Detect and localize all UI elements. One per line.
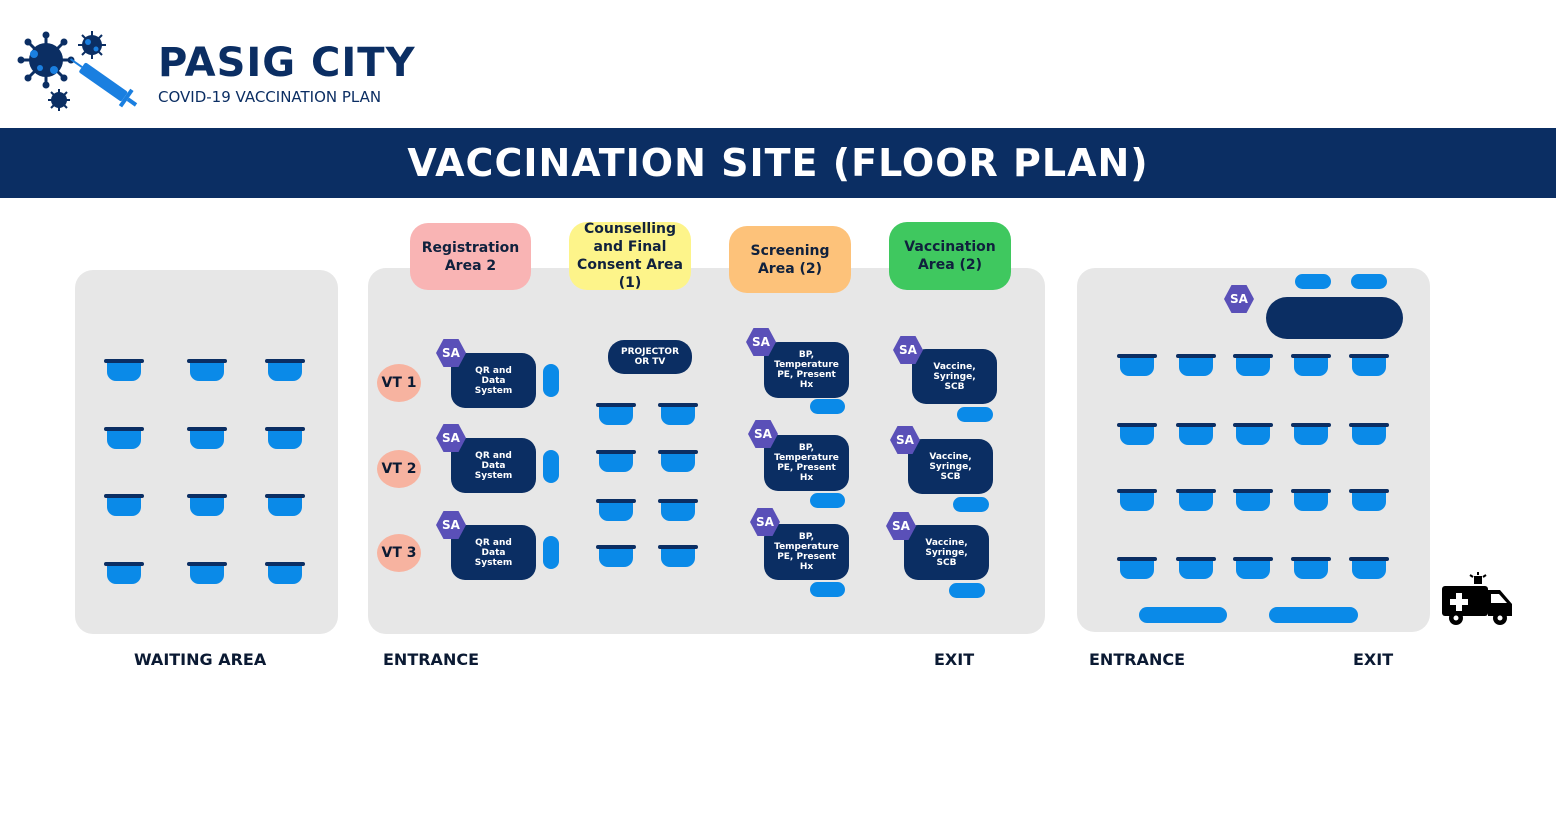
vaccination-area-label: Vaccination Area (2) [889,222,1011,290]
counselling-area-label: Counselling and Final Consent Area (1) [569,221,691,291]
qr-data-station-2: QR and Data System [451,438,536,493]
observation-chair [1291,354,1331,376]
vaccine-seat-3 [949,583,985,598]
vaccine-station-2: Vaccine, Syringe, SCB [908,439,993,494]
counselling-chair [658,499,698,521]
observation-chair [1117,557,1157,579]
counselling-chair [596,499,636,521]
screening-seat-2 [810,493,845,508]
observation-seat-top-2 [1351,274,1387,289]
vt-1-label: VT 1 [377,364,421,402]
vaccine-station-3: Vaccine, Syringe, SCB [904,525,989,580]
waiting-chair [104,427,144,449]
screening-seat-1 [810,399,845,414]
counselling-chair [596,403,636,425]
exit-footer-label-2: EXIT [1353,650,1394,669]
waiting-chair [187,562,227,584]
observation-chair [1349,354,1389,376]
waiting-chair [265,427,305,449]
observation-chair [1117,489,1157,511]
screening-area-label: Screening Area (2) [729,226,851,293]
waiting-chair [187,494,227,516]
observation-chair [1117,354,1157,376]
vaccine-station-1: Vaccine, Syringe, SCB [912,349,997,404]
counselling-chair [658,545,698,567]
observation-chair [1233,354,1273,376]
entrance-footer-label-1: ENTRANCE [383,650,479,669]
counselling-chair [658,450,698,472]
waiting-chair [187,427,227,449]
waiting-chair [104,494,144,516]
waiting-chair [265,562,305,584]
virus-syringe-logo-icon [17,31,138,111]
observation-chair [1117,423,1157,445]
vaccine-seat-1 [957,407,993,422]
registration-seat-2 [543,450,559,483]
observation-chair [1349,557,1389,579]
waiting-chair [187,359,227,381]
observation-desk [1266,297,1403,339]
title-banner [0,128,1556,198]
vt-3-label: VT 3 [377,534,421,572]
exit-footer-label-1: EXIT [934,650,975,669]
projector-tv-station: PROJECTOR OR TV [608,340,692,374]
city-title: PASIG CITY [158,40,416,86]
registration-seat-1 [543,364,559,397]
plan-subtitle: COVID-19 VACCINATION PLAN [158,88,382,106]
observation-chair [1233,489,1273,511]
observation-chair [1349,489,1389,511]
observation-chair [1176,557,1216,579]
waiting-area-footer-label: WAITING AREA [134,650,267,669]
waiting-chair [265,494,305,516]
counselling-chair [658,403,698,425]
observation-chair [1233,423,1273,445]
observation-chair [1291,557,1331,579]
waiting-chair [265,359,305,381]
observation-chair [1349,423,1389,445]
registration-seat-3 [543,536,559,569]
qr-data-station-3: QR and Data System [451,525,536,580]
observation-chair [1291,489,1331,511]
observation-seat-top-1 [1295,274,1331,289]
waiting-chair [104,359,144,381]
observation-chair [1291,423,1331,445]
screening-station-1: BP, Temperature PE, Present Hx [764,342,849,398]
screening-station-3: BP, Temperature PE, Present Hx [764,524,849,580]
observation-bench-2 [1269,607,1358,623]
sa-badge: SA [750,508,780,536]
screening-seat-3 [810,582,845,597]
screening-station-2: BP, Temperature PE, Present Hx [764,435,849,491]
observation-chair [1176,423,1216,445]
registration-area-label: Registration Area 2 [410,223,531,290]
sa-badge: SA [436,511,466,539]
sa-badge: SA [886,512,916,540]
observation-chair [1233,557,1273,579]
entrance-footer-label-2: ENTRANCE [1089,650,1185,669]
observation-chair [1176,354,1216,376]
counselling-chair [596,545,636,567]
qr-data-station-1: QR and Data System [451,353,536,408]
vaccine-seat-2 [953,497,989,512]
banner-title: VACCINATION SITE (FLOOR PLAN) [407,141,1149,185]
vt-2-label: VT 2 [377,450,421,488]
observation-chair [1176,489,1216,511]
counselling-chair [596,450,636,472]
ambulance-icon [1442,572,1512,625]
observation-bench-1 [1139,607,1227,623]
waiting-chair [104,562,144,584]
